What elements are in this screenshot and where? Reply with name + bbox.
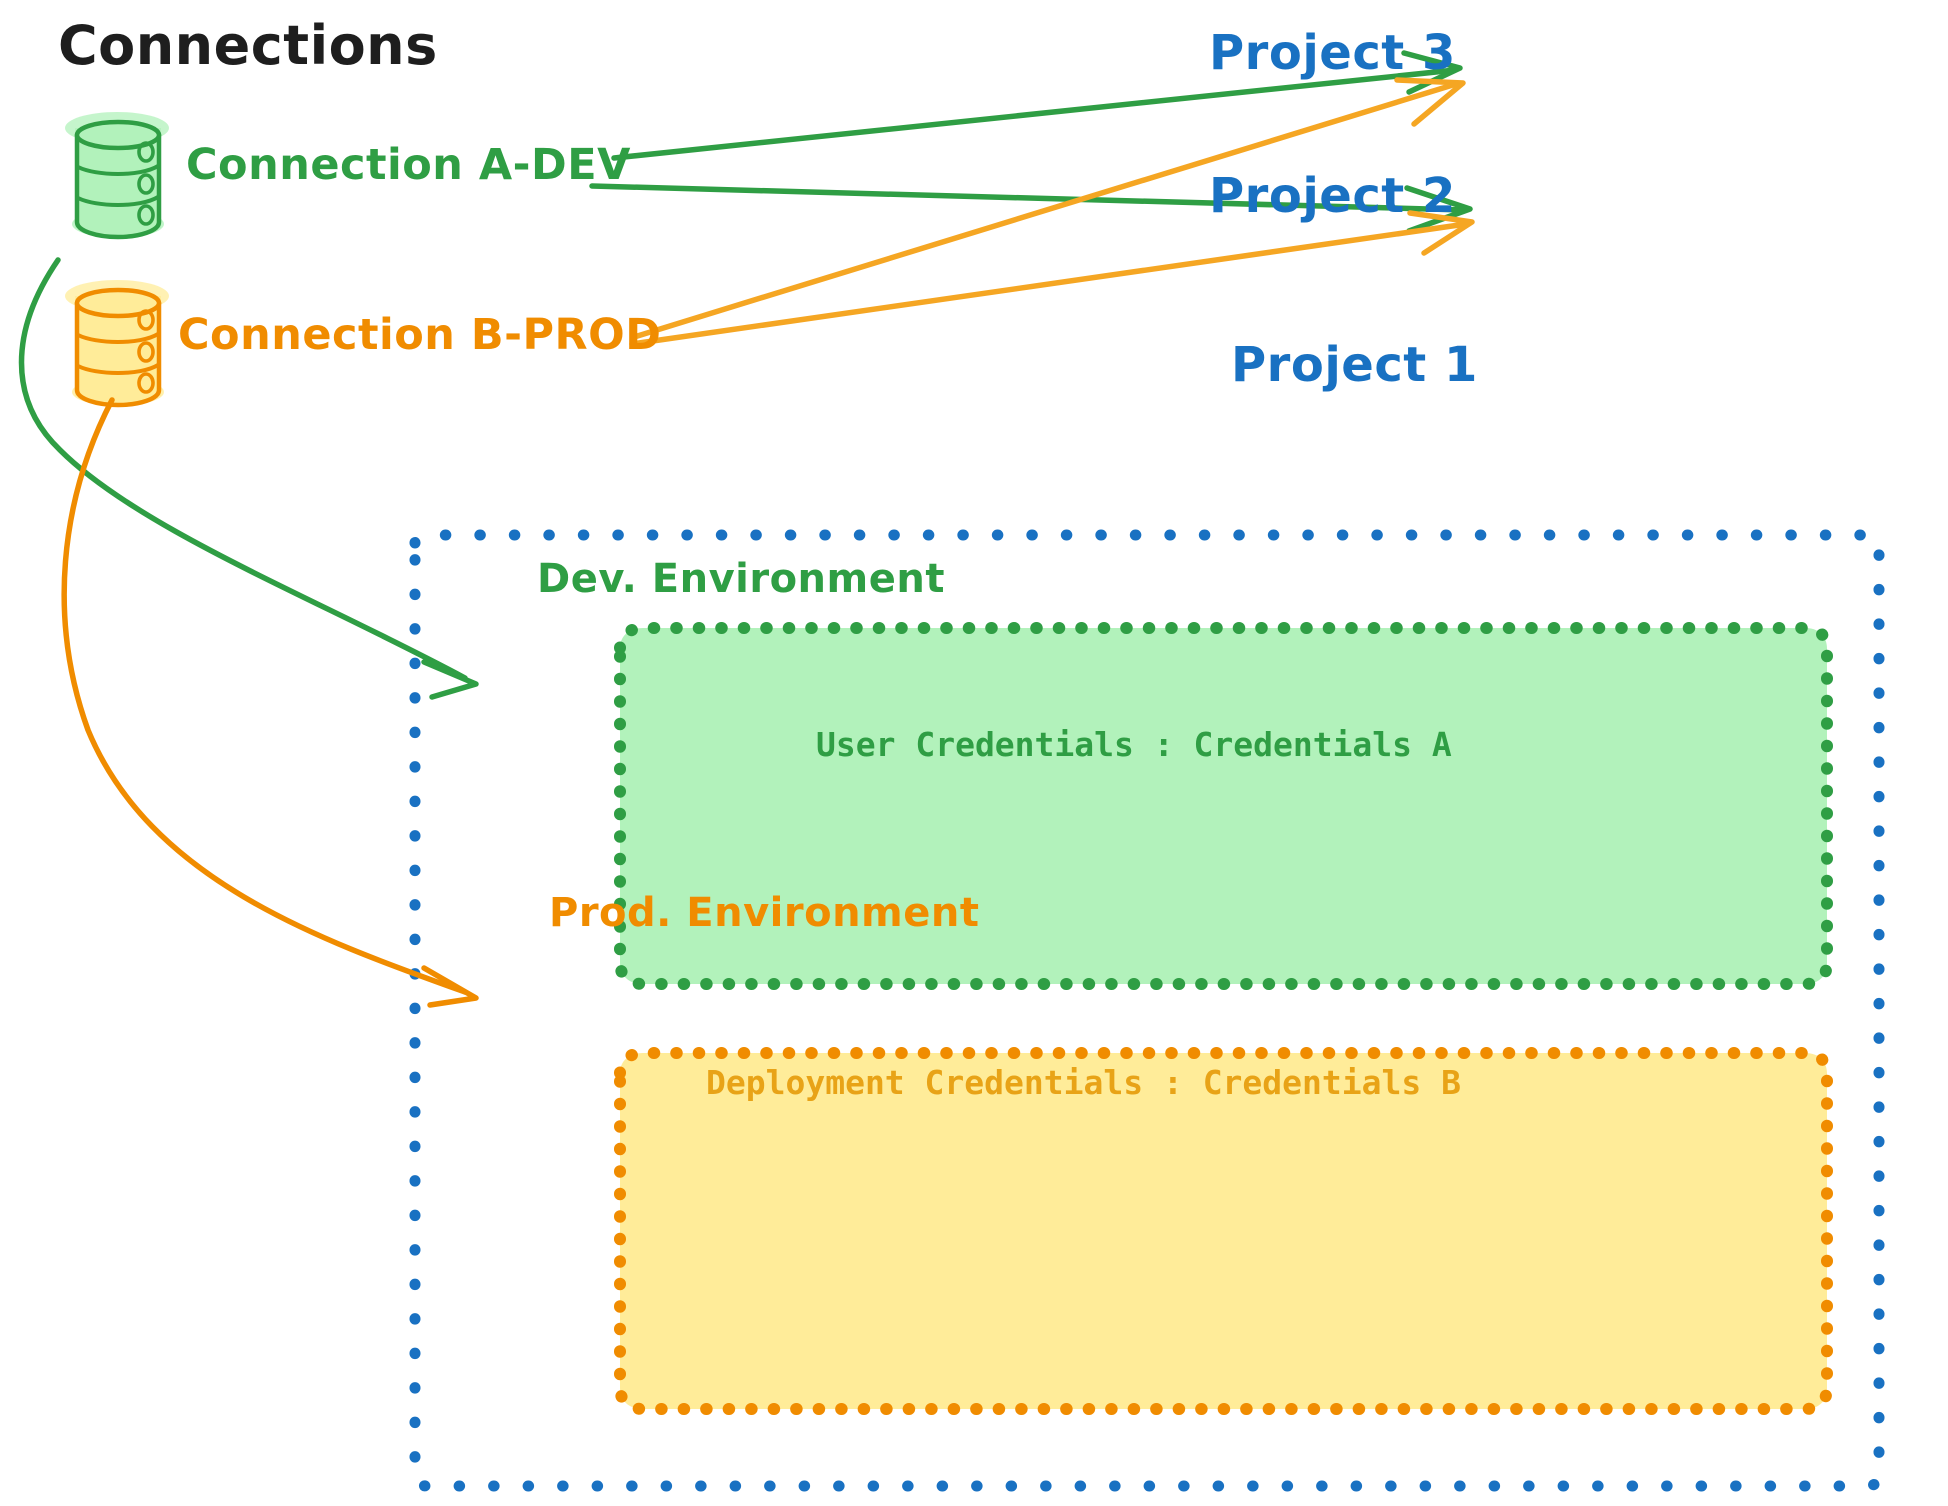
- arrowhead: [421, 659, 479, 700]
- prod-environment-box[interactable]: [614, 1047, 1833, 1415]
- arrowhead: [1407, 210, 1475, 256]
- project1-dotted-border: [409, 529, 1885, 1492]
- dev-environment-box[interactable]: [614, 622, 1833, 990]
- dev-environment-fill: [620, 628, 1827, 984]
- dev-environment-dotted-border: [614, 622, 1833, 990]
- project-1-label[interactable]: Project 1: [1231, 337, 1478, 393]
- edge-b-prod-to-project-3: [631, 77, 1466, 340]
- edge-a-dev-to-project-2: [589, 183, 1473, 234]
- database-icon-connection-b-prod[interactable]: [65, 280, 169, 408]
- project1-container: [409, 529, 1885, 1492]
- arrowhead: [421, 965, 479, 1008]
- arrowhead: [1394, 77, 1466, 127]
- edge-b-prod-to-prod-environment: [61, 397, 479, 1008]
- project-3-label[interactable]: Project 3: [1209, 25, 1456, 81]
- prod-environment-credentials: Deployment Credentials : Credentials B: [706, 1063, 1461, 1102]
- connection-a-dev-label[interactable]: Connection A-DEV: [186, 140, 631, 190]
- arrowhead: [1404, 185, 1473, 234]
- prod-environment-fill: [620, 1053, 1827, 1409]
- project-2-label[interactable]: Project 2: [1209, 168, 1456, 224]
- dev-environment-title: Dev. Environment: [537, 556, 945, 602]
- dev-environment-credentials: User Credentials : Credentials A: [816, 725, 1452, 764]
- prod-environment-title: Prod. Environment: [549, 890, 980, 936]
- page-title: Connections: [58, 14, 438, 77]
- connection-b-prod-label[interactable]: Connection B-PROD: [178, 310, 662, 360]
- database-icon-connection-a-dev[interactable]: [65, 112, 169, 240]
- edge-b-prod-to-project-2: [629, 210, 1475, 347]
- prod-environment-dotted-border: [614, 1047, 1833, 1415]
